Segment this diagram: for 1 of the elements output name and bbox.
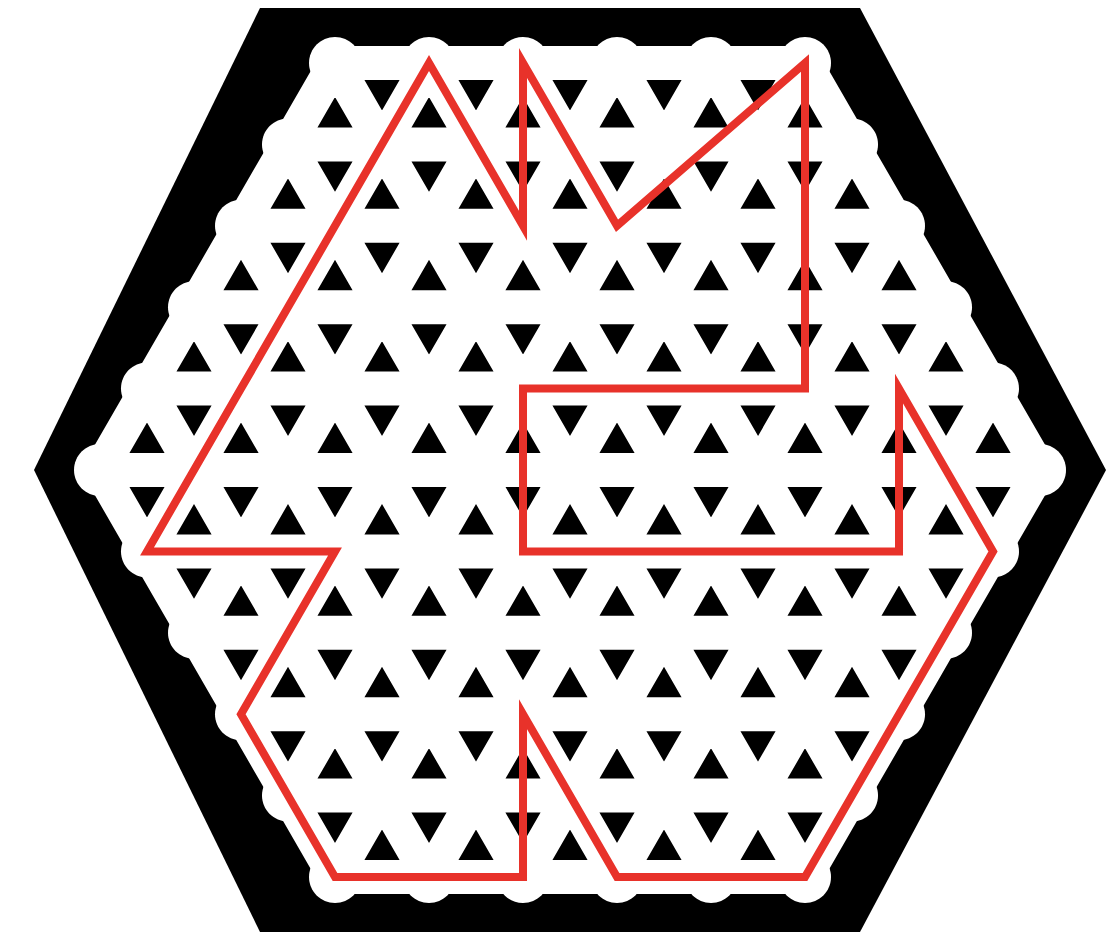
hexagon-lattice-drawing	[34, 8, 1106, 932]
